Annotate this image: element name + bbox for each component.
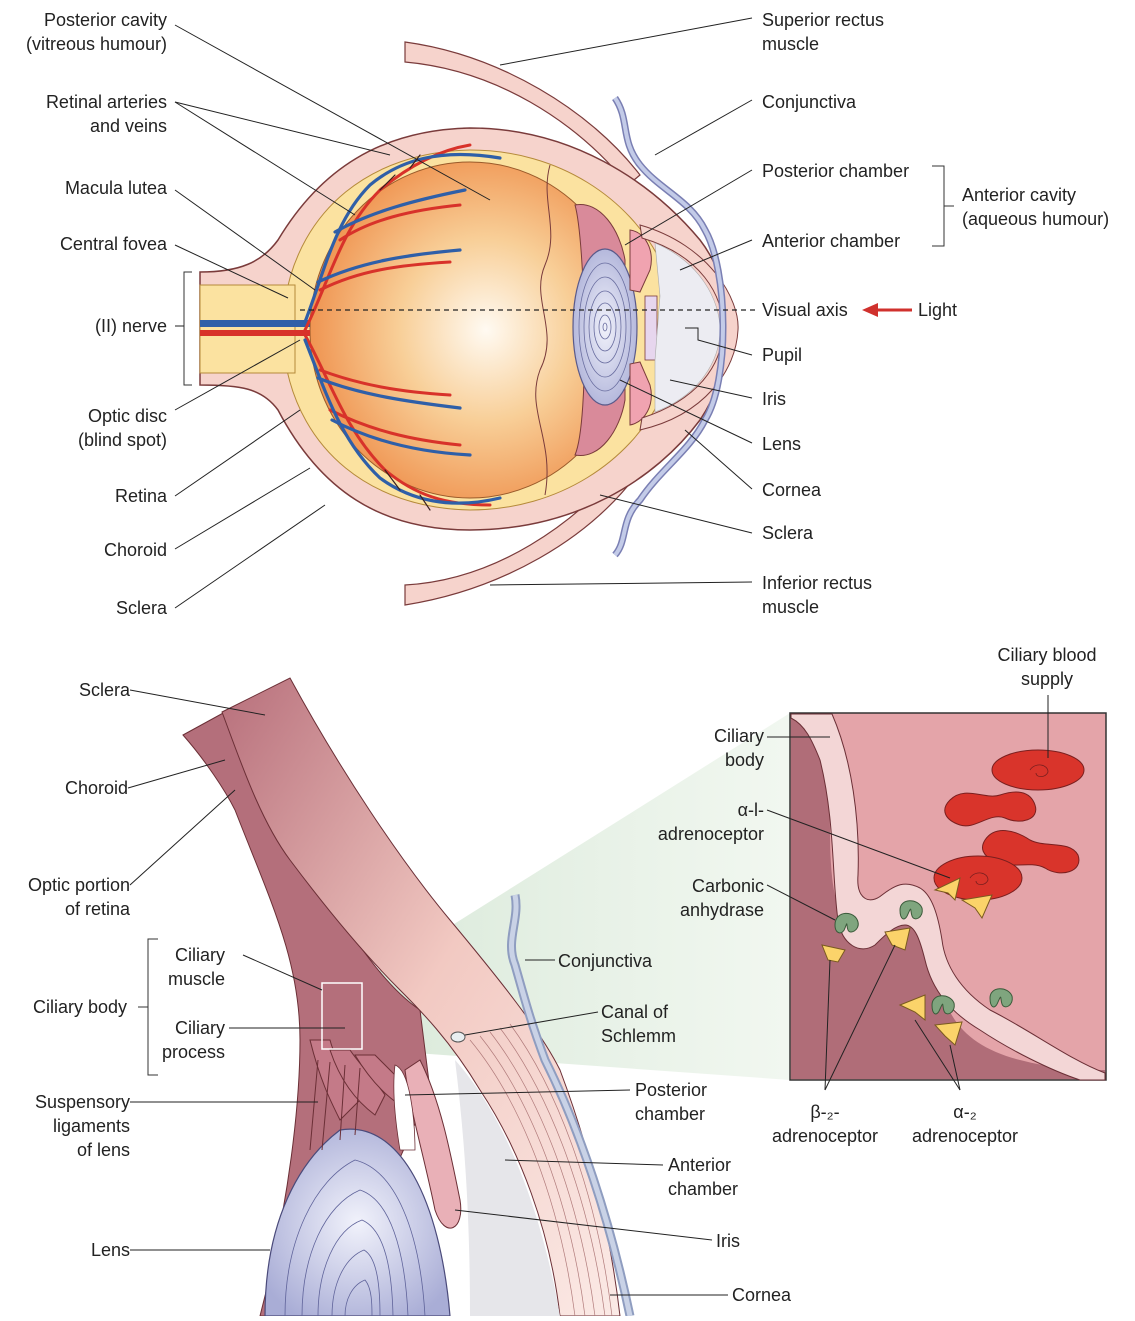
label-cornea-bottom: Cornea [732,1283,791,1307]
label-iris-top: Iris [762,387,786,411]
label-retina: Retina [115,484,167,508]
label-ciliary-blood-supply: Ciliary blood supply [982,643,1112,691]
label-superior-rectus: Superior rectus muscle [762,8,884,56]
label-iris-bottom: Iris [716,1229,740,1253]
label-conjunctiva-bottom: Conjunctiva [558,949,652,973]
label-cornea-top: Cornea [762,478,821,502]
label-light: Light [918,298,957,322]
label-sclera-top: Sclera [116,596,167,620]
label-ciliary-process: Ciliary process [162,1016,225,1064]
label-inferior-rectus: Inferior rectus muscle [762,571,872,619]
optic-nerve [200,285,295,373]
label-canal-of-schlemm: Canal of Schlemm [601,1000,676,1048]
label-inset-ciliary-body: Ciliary body [714,724,764,772]
nerve-bracket [184,272,192,385]
label-conjunctiva-top: Conjunctiva [762,90,856,114]
label-anterior-chamber-top: Anterior chamber [762,229,900,253]
central-artery [200,330,310,336]
label-suspensory-ligaments: Suspensory ligaments of lens [35,1090,130,1162]
ciliary-region-section [128,678,790,1316]
label-anterior-chamber-bottom: Anterior chamber [668,1153,738,1201]
lens [573,249,637,405]
label-posterior-cavity: Posterior cavity (vitreous humour) [26,8,167,56]
label-optic-retina: Optic portion of retina [28,873,130,921]
label-ciliary-muscle: Ciliary muscle [168,943,225,991]
ciliary-body-bracket [138,939,158,1075]
ciliary-body-inset [767,695,1106,1090]
label-choroid: Choroid [104,538,167,562]
label-alpha1-adrenoceptor: α-l- adrenoceptor [658,798,764,846]
label-beta2-adrenoceptor: β-₂- adrenoceptor [755,1100,895,1148]
label-lens-top: Lens [762,432,801,456]
central-vein [200,320,310,327]
label-retinal-vessels: Retinal arteries and veins [46,90,167,138]
canal-of-schlemm [451,1032,465,1042]
pupil [645,296,657,360]
label-lens-bottom: Lens [91,1238,130,1262]
anterior-cavity-bracket [932,166,954,246]
label-pupil: Pupil [762,343,802,367]
label-visual-axis: Visual axis [762,298,848,322]
light-arrow-head [862,303,878,317]
label-posterior-chamber-bottom: Posterior chamber [635,1078,707,1126]
label-alpha2-adrenoceptor: α-₂ adrenoceptor [895,1100,1035,1148]
label-posterior-chamber-top: Posterior chamber [762,159,909,183]
label-central-fovea: Central fovea [60,232,167,256]
label-sclera-top-right: Sclera [762,521,813,545]
label-carbonic-anhydrase: Carbonic anhydrase [680,874,764,922]
label-anterior-cavity: Anterior cavity (aqueous humour) [962,183,1109,231]
label-choroid-bottom: Choroid [65,776,128,800]
label-optic-nerve: (II) nerve [95,314,167,338]
label-macula-lutea: Macula lutea [65,176,167,200]
label-ciliary-body: Ciliary body [33,995,127,1019]
label-optic-disc: Optic disc (blind spot) [78,404,167,452]
label-sclera-bottom: Sclera [79,678,130,702]
